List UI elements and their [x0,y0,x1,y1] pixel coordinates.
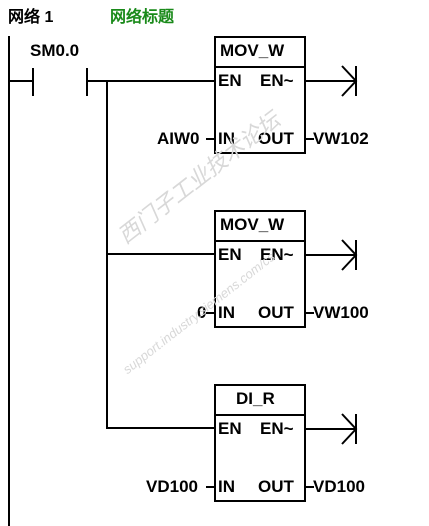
branch-wire [106,253,215,255]
network-title[interactable]: 网络标题 [110,9,175,26]
eno-wire [306,428,356,430]
mov-w-block-2[interactable] [214,210,306,328]
eno-label: EN~ [260,245,294,264]
out-label: OUT [258,303,294,322]
in-operand[interactable]: AIW0 [157,129,200,148]
branch-wire [106,427,215,429]
di-r-block[interactable] [214,384,306,502]
en-label: EN [218,71,242,90]
output-arrow-icon [341,65,358,97]
in-wire [206,138,214,140]
block-name: DI_R [236,389,275,408]
output-arrow-icon [341,413,358,445]
block-divider [216,414,304,416]
out-wire [306,486,314,488]
eno-wire [306,80,356,82]
block-divider [216,240,304,242]
block-name: MOV_W [220,215,285,234]
in-wire [206,486,214,488]
en-label: EN [218,419,242,438]
eno-label: EN~ [260,419,294,438]
out-wire [306,138,314,140]
mov-w-block-1[interactable] [214,36,306,154]
block-divider [216,66,304,68]
in-operand[interactable]: VD100 [146,477,198,496]
contact-right-bar[interactable] [86,68,88,96]
power-rail [8,36,10,526]
eno-wire [306,254,356,256]
rung-wire [88,80,215,82]
out-operand[interactable]: VW102 [313,129,369,148]
rung-wire [8,80,32,82]
out-wire [306,312,314,314]
out-label: OUT [258,477,294,496]
contact-label: SM0.0 [30,41,80,60]
in-label: IN [218,303,235,322]
contact-left-bar[interactable] [32,68,34,96]
block-name: MOV_W [220,41,285,60]
network-label[interactable]: 网络 1 [8,9,54,26]
in-operand[interactable]: 0 [197,303,207,322]
out-operand[interactable]: VD100 [313,477,365,496]
en-label: EN [218,245,242,264]
out-operand[interactable]: VW100 [313,303,369,322]
in-wire [206,312,214,314]
output-arrow-icon [341,239,358,271]
in-label: IN [218,477,235,496]
eno-label: EN~ [260,71,294,90]
out-label: OUT [258,129,294,148]
in-label: IN [218,129,235,148]
